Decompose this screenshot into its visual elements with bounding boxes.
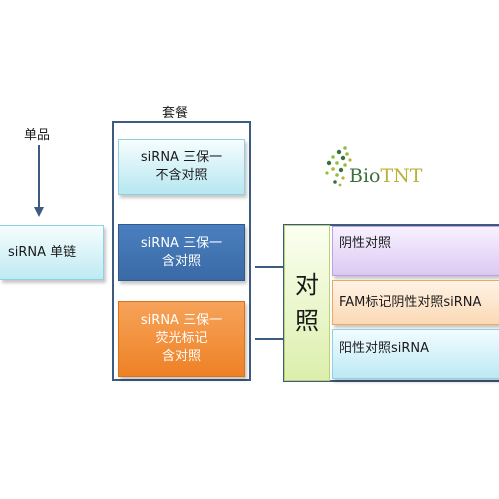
control-label-char: 对 (295, 271, 319, 299)
single-product-heading: 单品 (24, 128, 51, 143)
positive-control-box: 阳性对照siRNA (332, 329, 499, 379)
package-frame (112, 121, 251, 381)
connector-lines (255, 266, 283, 340)
logo-name-part2: TNT (380, 165, 423, 187)
negative-control-box: 阴性对照 (332, 226, 499, 276)
control-vertical-label: 对 照 (284, 225, 330, 381)
biotnt-logo: BioTNT (349, 165, 422, 187)
package-item-line: siRNA 三保一 (140, 235, 223, 251)
logo-name-part1: Bio (349, 165, 381, 187)
package-with-control-box: siRNA 三保一 含对照 (118, 224, 245, 281)
package-item-line: siRNA 三保一 (140, 150, 223, 165)
package-item-line: siRNA 三保一 (140, 313, 223, 328)
down-arrow-icon (34, 145, 44, 217)
package-item-line: 含对照 (161, 253, 201, 269)
package-fluorescent-box: siRNA 三保一 荧光标记 含对照 (118, 301, 245, 377)
package-heading: 套餐 (162, 106, 189, 121)
package-item-line: 含对照 (161, 349, 201, 364)
control-label-char: 照 (295, 307, 319, 335)
package-item-line: 荧光标记 (155, 331, 208, 346)
fam-negative-control-box: FAM标记阴性对照siRNA (332, 280, 499, 325)
sirna-single-strand-box: siRNA 单链 (0, 225, 104, 280)
package-item-line: 不含对照 (155, 168, 208, 183)
package-no-control-box: siRNA 三保一 不含对照 (118, 139, 245, 195)
molecule-helix-icon (325, 146, 352, 187)
